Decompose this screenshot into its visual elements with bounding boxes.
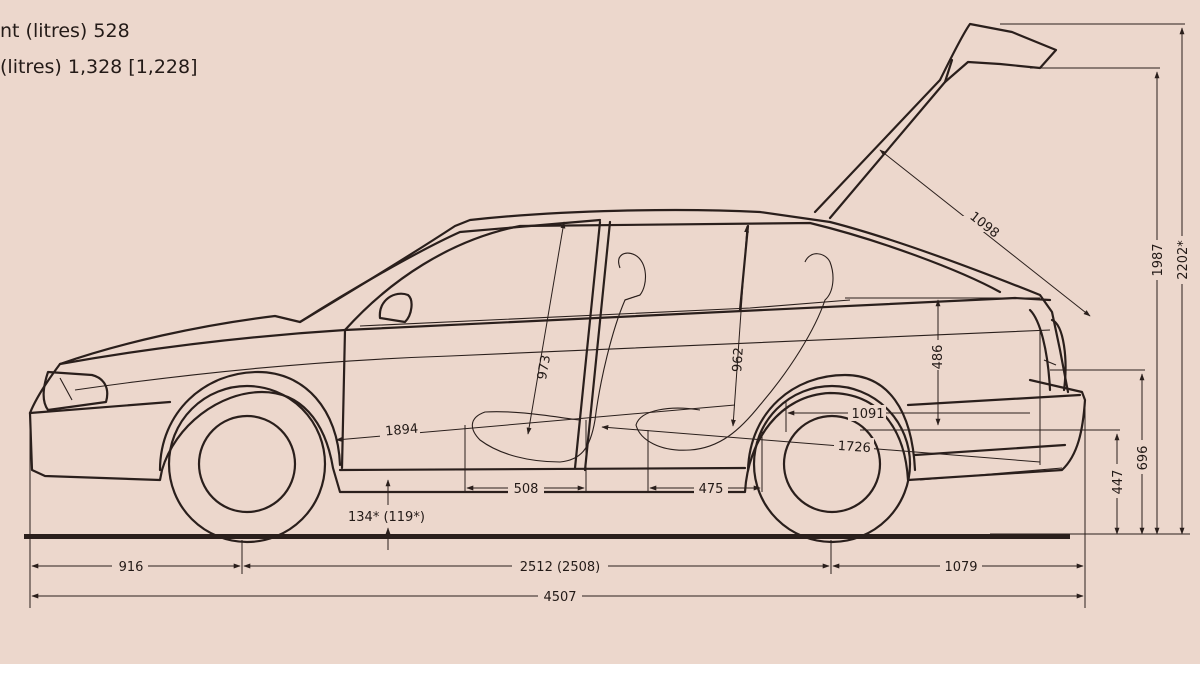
boot-capacity-text: nt (litres) 528 — [0, 20, 130, 42]
label-rear-seat-base: 475 — [699, 482, 724, 497]
front-wheel — [158, 370, 342, 544]
label-tailgate-open-height: 1987 — [1151, 243, 1166, 276]
seats-outline — [471, 252, 834, 463]
label-front-seat-base: 508 — [514, 482, 539, 497]
label-rear-headroom: 962 — [730, 347, 747, 373]
label-overall-length: 4507 — [543, 590, 576, 605]
label-boot-floor-length: 1091 — [851, 407, 884, 422]
dimension-lines — [29, 23, 1190, 608]
label-rear-overhang: 1079 — [944, 560, 977, 575]
tailgate-open — [813, 22, 1058, 220]
label-tailgate-open-height-max: 2202* — [1176, 240, 1191, 280]
label-sill-height: 447 — [1111, 470, 1126, 495]
boot-capacity-folded-text: (litres) 1,328 [1,228] — [0, 56, 198, 78]
dimension-labels: 916 2512 (2508) 1079 4507 134* (119*) 50… — [112, 209, 1191, 605]
car-body-outline — [28, 208, 1087, 494]
label-wheelbase: 2512 (2508) — [520, 560, 600, 575]
label-boot-opening-height: 696 — [1136, 446, 1151, 471]
ground-line — [24, 534, 1070, 539]
label-load-length: 1726 — [837, 439, 871, 456]
label-cabin-length: 1894 — [385, 422, 419, 440]
rear-wheel — [746, 373, 917, 544]
label-front-overhang: 916 — [119, 560, 144, 575]
label-ground-clearance: 134* (119*) — [348, 510, 425, 525]
label-boot-height: 486 — [931, 345, 946, 370]
label-front-headroom: 973 — [535, 354, 554, 381]
